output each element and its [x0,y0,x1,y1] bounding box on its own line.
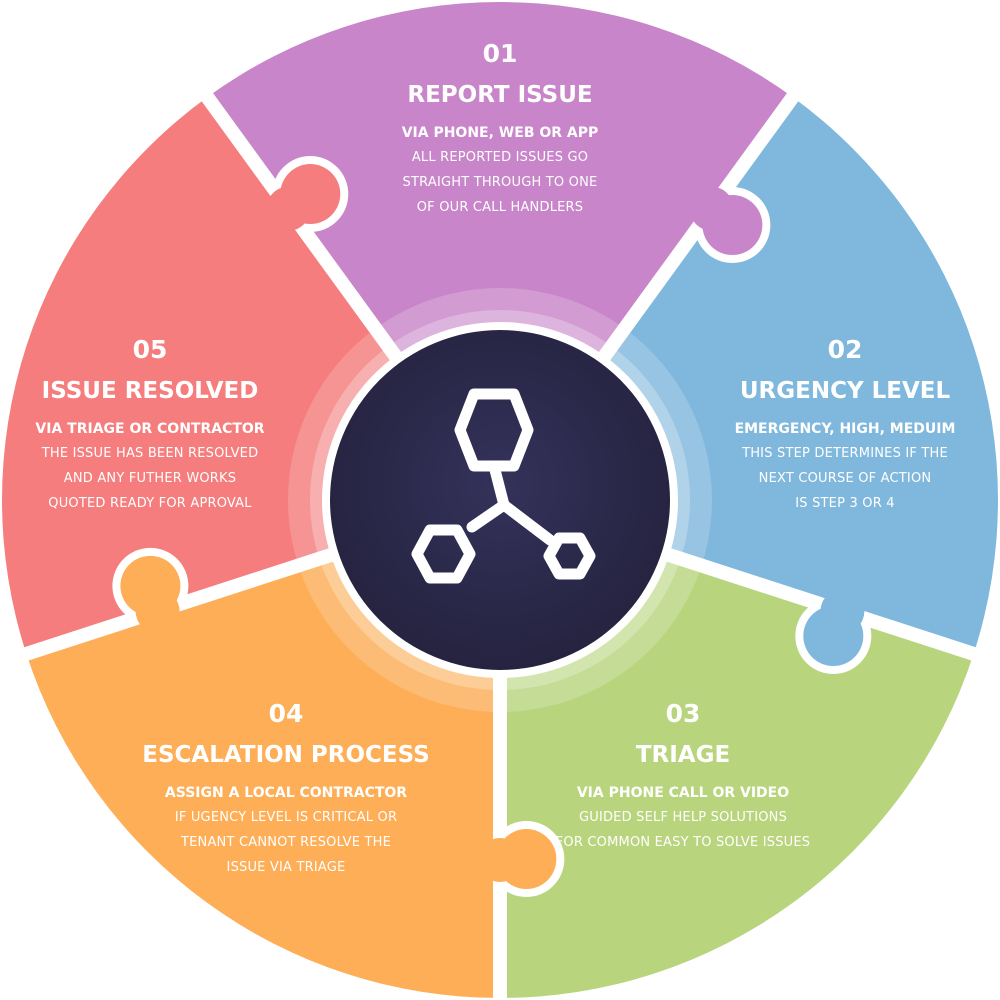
step-description-line: STRAIGHT THROUGH TO ONE [403,175,598,190]
step-title: ESCALATION PROCESS [142,742,430,768]
step-title: TRIAGE [636,742,730,768]
step-subtitle: ASSIGN A LOCAL CONTRACTOR [165,785,407,801]
step-description-line: NEXT COURSE OF ACTION [759,471,932,486]
puzzle-piece-5 [2,97,398,654]
molecule-hexagon-icon [411,388,596,584]
step-number: 02 [828,335,863,364]
step-description-line: OF OUR CALL HANDLERS [417,200,584,215]
step-description-line: QUOTED READY FOR APROVAL [48,496,252,511]
step-description-line: IS STEP 3 OR 4 [795,496,894,511]
step-number: 03 [666,699,701,728]
step-number: 01 [483,39,518,68]
puzzle-knob [702,195,763,256]
puzzle-knob [496,829,557,890]
step-description-line: TENANT CANNOT RESOLVE THE [180,835,391,850]
step-number: 05 [133,335,168,364]
step-description-line: IF UGENCY LEVEL IS CRITICAL OR [175,810,397,825]
puzzle-knob [120,555,181,616]
step-title: ISSUE RESOLVED [42,378,259,404]
step-subtitle: VIA PHONE CALL OR VIDEO [577,785,789,801]
step-description-line: THIS STEP DETERMINES IF THE [741,446,948,461]
puzzle-knob [280,164,341,225]
puzzle-piece-1 [207,1,793,359]
step-description-line: ALL REPORTED ISSUES GO [412,150,588,165]
step-title: REPORT ISSUE [407,82,592,108]
step-title: URGENCY LEVEL [740,378,951,404]
step-description-line: AND ANY FUTHER WORKS [64,471,236,486]
step-number: 04 [269,699,304,728]
step-description-line: FOR COMMON EASY TO SOLVE ISSUES [556,835,811,850]
step-description-line: THE ISSUE HAS BEEN RESOLVED [41,446,259,461]
step-subtitle: VIA PHONE, WEB OR APP [402,125,599,141]
step-subtitle: VIA TRIAGE OR CONTRACTOR [35,421,264,437]
puzzle-knob [803,606,864,667]
step-description-line: ISSUE VIA TRIAGE [227,860,346,875]
step-description-line: GUIDED SELF HELP SOLUTIONS [579,810,787,825]
step-subtitle: EMERGENCY, HIGH, MEDUIM [735,421,956,437]
puzzle-piece-4 [26,554,501,998]
